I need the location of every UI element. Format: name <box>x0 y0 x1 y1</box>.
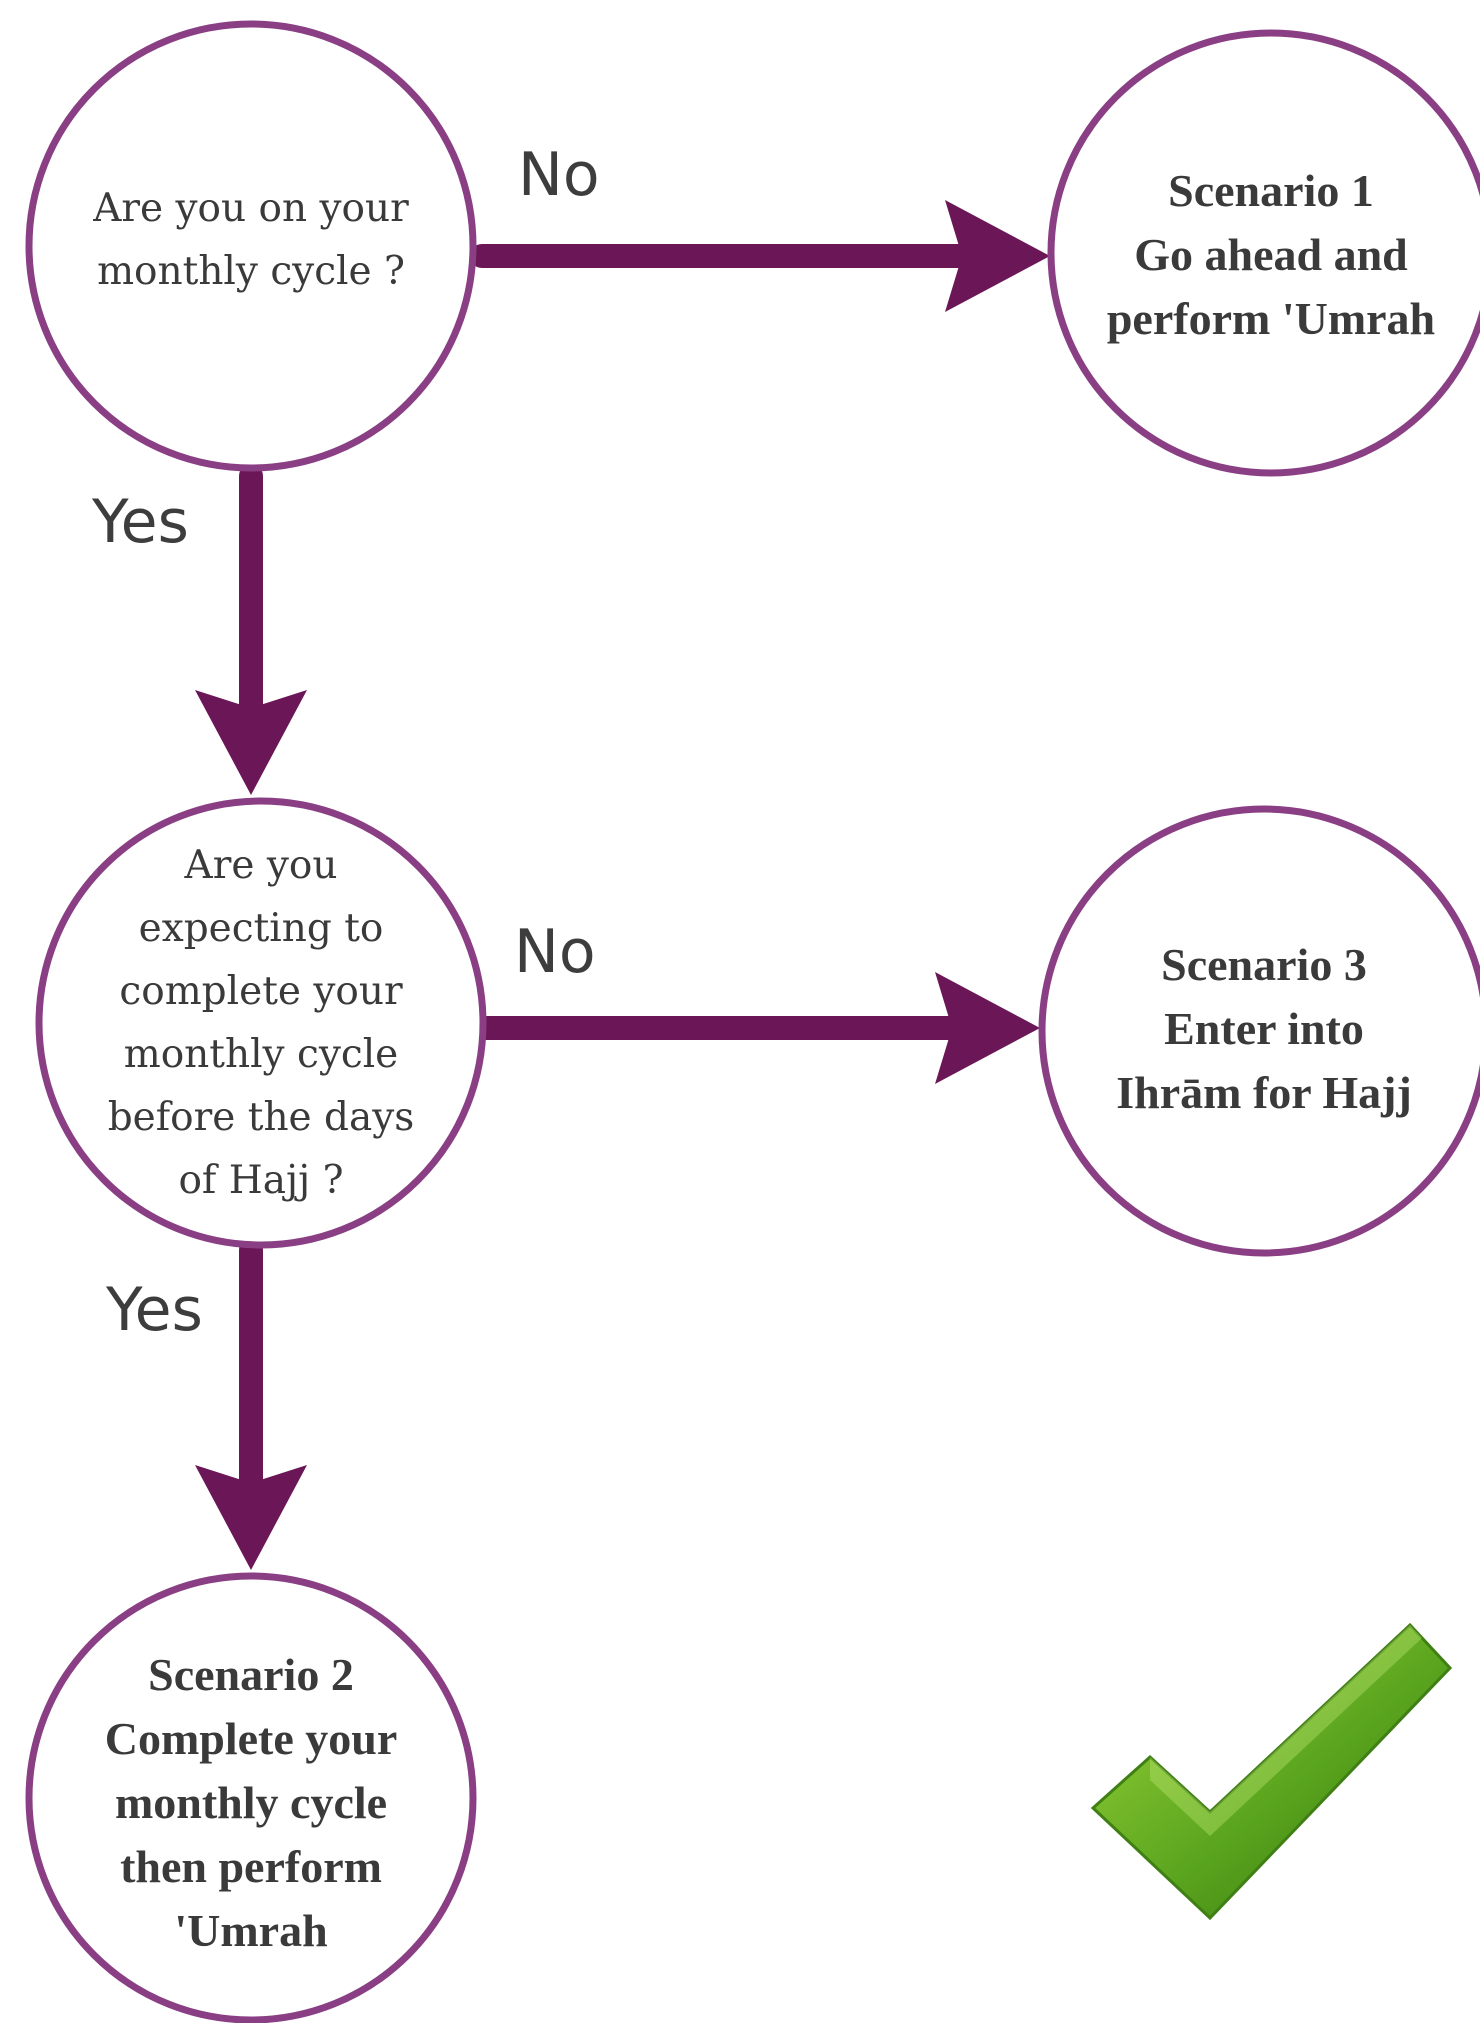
text-line: expecting to <box>138 906 384 951</box>
node-question-complete-before-hajj <box>35 797 487 1249</box>
node-scenario-3 <box>1038 805 1480 1257</box>
edge-label-q2-yes: Yes <box>106 1275 203 1345</box>
text-line: Scenario 3 <box>1161 939 1367 990</box>
text-line: perform 'Umrah <box>1106 293 1436 344</box>
text-line: complete your <box>119 969 403 1014</box>
question-monthly-cycle: Are you on your monthly cycle ? <box>60 130 442 350</box>
edge-label-q1-no: No <box>518 140 600 210</box>
text-line: Scenario 2 <box>148 1649 354 1700</box>
text-line: Complete your <box>104 1713 398 1764</box>
text-line: before the days <box>107 1095 415 1140</box>
text-line: monthly cycle <box>123 1032 399 1077</box>
text-line: of Hajj ? <box>178 1158 344 1203</box>
text-line: Are you on your <box>93 186 409 231</box>
node-scenario-2 <box>25 1572 477 2023</box>
node-question-monthly-cycle <box>25 20 477 472</box>
text-line: 'Umrah <box>174 1905 328 1956</box>
scenario-2-label: Scenario 2 Complete your monthly cycle t… <box>60 1638 442 1968</box>
text-line: then perform <box>120 1841 382 1892</box>
edge-label-q2-no: No <box>514 917 596 987</box>
text-line: Are you <box>184 843 338 888</box>
checkmark-icon <box>1090 1622 1453 1921</box>
arrow-q1-no <box>470 200 1050 312</box>
text-line: Go ahead and <box>1134 229 1408 280</box>
arrow-q1-yes <box>195 464 307 795</box>
text-line: monthly cycle ? <box>97 249 405 294</box>
question-complete-before-hajj: Are you expecting to complete your month… <box>70 828 452 1218</box>
node-scenario-1 <box>1047 29 1480 477</box>
text-line: Ihrām for Hajj <box>1116 1067 1412 1118</box>
text-line: monthly cycle <box>114 1777 388 1828</box>
arrow-q2-yes <box>195 1238 307 1570</box>
text-line: Enter into <box>1164 1003 1364 1054</box>
text-line: Scenario 1 <box>1168 165 1374 216</box>
scenario-3-label: Scenario 3 Enter into Ihrām for Hajj <box>1073 924 1455 1134</box>
scenario-1-label: Scenario 1 Go ahead and perform 'Umrah <box>1080 150 1462 360</box>
arrow-q2-no <box>470 972 1040 1084</box>
edge-label-q1-yes: Yes <box>92 487 189 557</box>
